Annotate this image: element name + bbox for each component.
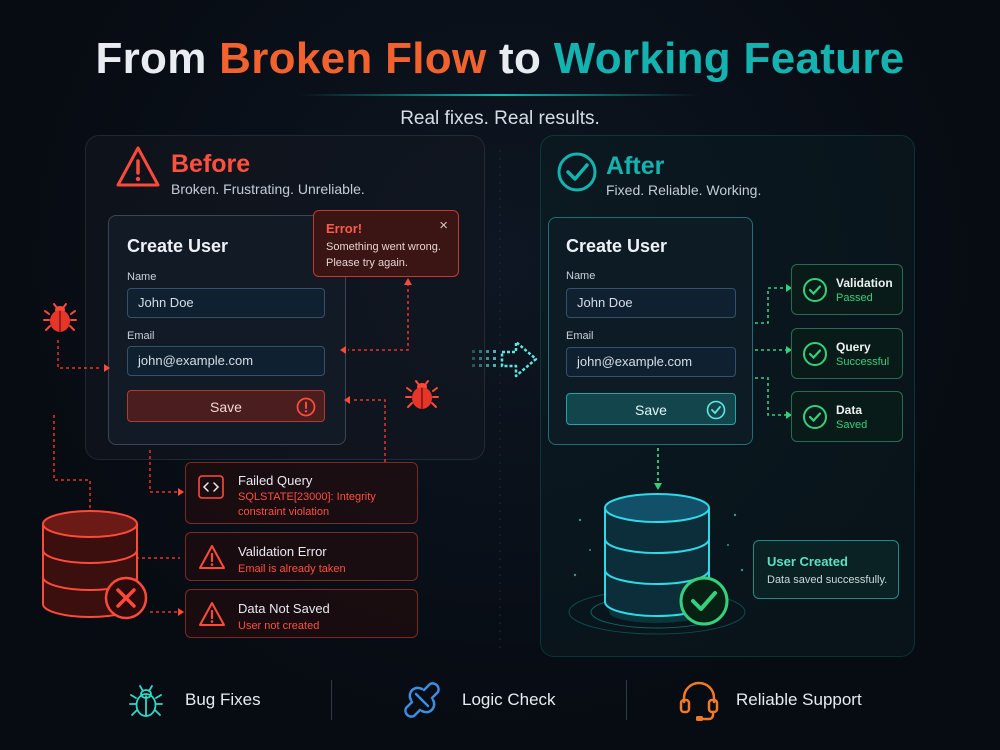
footer-logic-check-label: Logic Check bbox=[462, 690, 556, 709]
failed-query-box: Failed Query SQLSTATE[23000]: Integrity … bbox=[185, 462, 418, 524]
check-circle-icon bbox=[803, 405, 827, 429]
query-check-title: Query bbox=[836, 340, 871, 354]
before-save-label: Save bbox=[210, 399, 242, 415]
before-save-button[interactable]: Save bbox=[127, 390, 325, 422]
warning-icon bbox=[116, 146, 160, 187]
title-part-working: Working Feature bbox=[553, 34, 905, 83]
data-not-saved-box: Data Not Saved User not created bbox=[185, 589, 418, 638]
before-form-title: Create User bbox=[127, 236, 229, 256]
footer-divider-1 bbox=[331, 680, 332, 720]
validation-error-box: Validation Error Email is already taken bbox=[185, 532, 418, 581]
before-subtitle: Broken. Frustrating. Unreliable. bbox=[171, 181, 365, 197]
bug-icon bbox=[129, 685, 163, 717]
validation-check-status: Passed bbox=[836, 292, 873, 304]
query-check-box: Query Successful bbox=[791, 328, 903, 379]
database-icon-working bbox=[568, 493, 746, 635]
data-not-saved-detail: User not created bbox=[238, 620, 320, 632]
after-name-label: Name bbox=[566, 270, 596, 282]
error-popup-title: Error! bbox=[326, 221, 363, 236]
before-email-label: Email bbox=[127, 330, 155, 342]
warning-icon bbox=[199, 602, 225, 626]
before-name-label: Name bbox=[127, 271, 157, 283]
after-form-title: Create User bbox=[566, 236, 668, 256]
check-circle-icon bbox=[803, 278, 827, 302]
bug-icon-left bbox=[43, 303, 77, 332]
validation-error-detail: Email is already taken bbox=[238, 563, 346, 575]
error-circle-icon bbox=[296, 397, 316, 417]
data-not-saved-title: Data Not Saved bbox=[238, 601, 330, 616]
transition-arrow-icon bbox=[472, 340, 538, 378]
before-title: Before bbox=[171, 150, 251, 178]
user-created-detail: Data saved successfully. bbox=[767, 574, 888, 586]
title-part-to: to bbox=[499, 34, 542, 83]
after-save-label: Save bbox=[635, 402, 667, 418]
failed-query-detail: SQLSTATE[23000]: Integrity constraint vi… bbox=[238, 491, 376, 518]
validation-error-title: Validation Error bbox=[238, 544, 327, 559]
link-icon bbox=[404, 682, 440, 718]
title-part-from: From bbox=[95, 34, 207, 83]
warning-icon bbox=[199, 545, 225, 569]
title-part-broken: Broken Flow bbox=[219, 34, 487, 83]
validation-check-title: Validation bbox=[836, 276, 893, 290]
user-created-box: User Created Data saved successfully. bbox=[753, 540, 899, 599]
after-save-button[interactable]: Save bbox=[566, 393, 736, 425]
error-popup-message: Something went wrong. Please try again. bbox=[326, 241, 441, 269]
footer-bug-fixes-label: Bug Fixes bbox=[185, 690, 261, 709]
after-email-label: Email bbox=[566, 330, 594, 342]
headset-icon bbox=[679, 681, 719, 721]
data-check-box: Data Saved bbox=[791, 391, 903, 442]
check-circle-icon bbox=[557, 152, 597, 192]
after-email-input[interactable]: john@example.com bbox=[566, 347, 736, 377]
page-title: From Broken Flow to Working Feature bbox=[0, 34, 1000, 84]
close-icon[interactable]: × bbox=[439, 217, 448, 234]
after-connectors bbox=[654, 284, 792, 490]
failed-query-title: Failed Query bbox=[238, 473, 313, 488]
check-circle-icon bbox=[803, 342, 827, 366]
after-subtitle: Fixed. Reliable. Working. bbox=[606, 182, 762, 198]
bug-icon-right bbox=[405, 380, 439, 409]
check-circle-icon bbox=[706, 400, 726, 420]
code-icon bbox=[198, 475, 224, 499]
footer-divider-2 bbox=[626, 680, 627, 720]
data-check-status: Saved bbox=[836, 419, 868, 431]
data-check-title: Data bbox=[836, 403, 863, 417]
after-title: After bbox=[606, 152, 665, 180]
query-check-status: Successful bbox=[836, 356, 890, 368]
footer-reliable-support-label: Reliable Support bbox=[736, 690, 862, 709]
user-created-title: User Created bbox=[767, 554, 848, 569]
before-connectors bbox=[53, 278, 412, 616]
page-subtitle: Real fixes. Real results. bbox=[400, 108, 600, 129]
center-separator bbox=[499, 150, 501, 650]
before-name-input[interactable]: John Doe bbox=[127, 288, 325, 318]
title-underline bbox=[300, 94, 700, 96]
error-popup: Error! Something went wrong. Please try … bbox=[313, 210, 459, 277]
check-circle-icon bbox=[679, 576, 729, 626]
x-circle-icon bbox=[104, 576, 148, 620]
after-name-input[interactable]: John Doe bbox=[566, 288, 736, 318]
before-email-input[interactable]: john@example.com bbox=[127, 346, 325, 376]
validation-check-box: Validation Passed bbox=[791, 264, 903, 315]
